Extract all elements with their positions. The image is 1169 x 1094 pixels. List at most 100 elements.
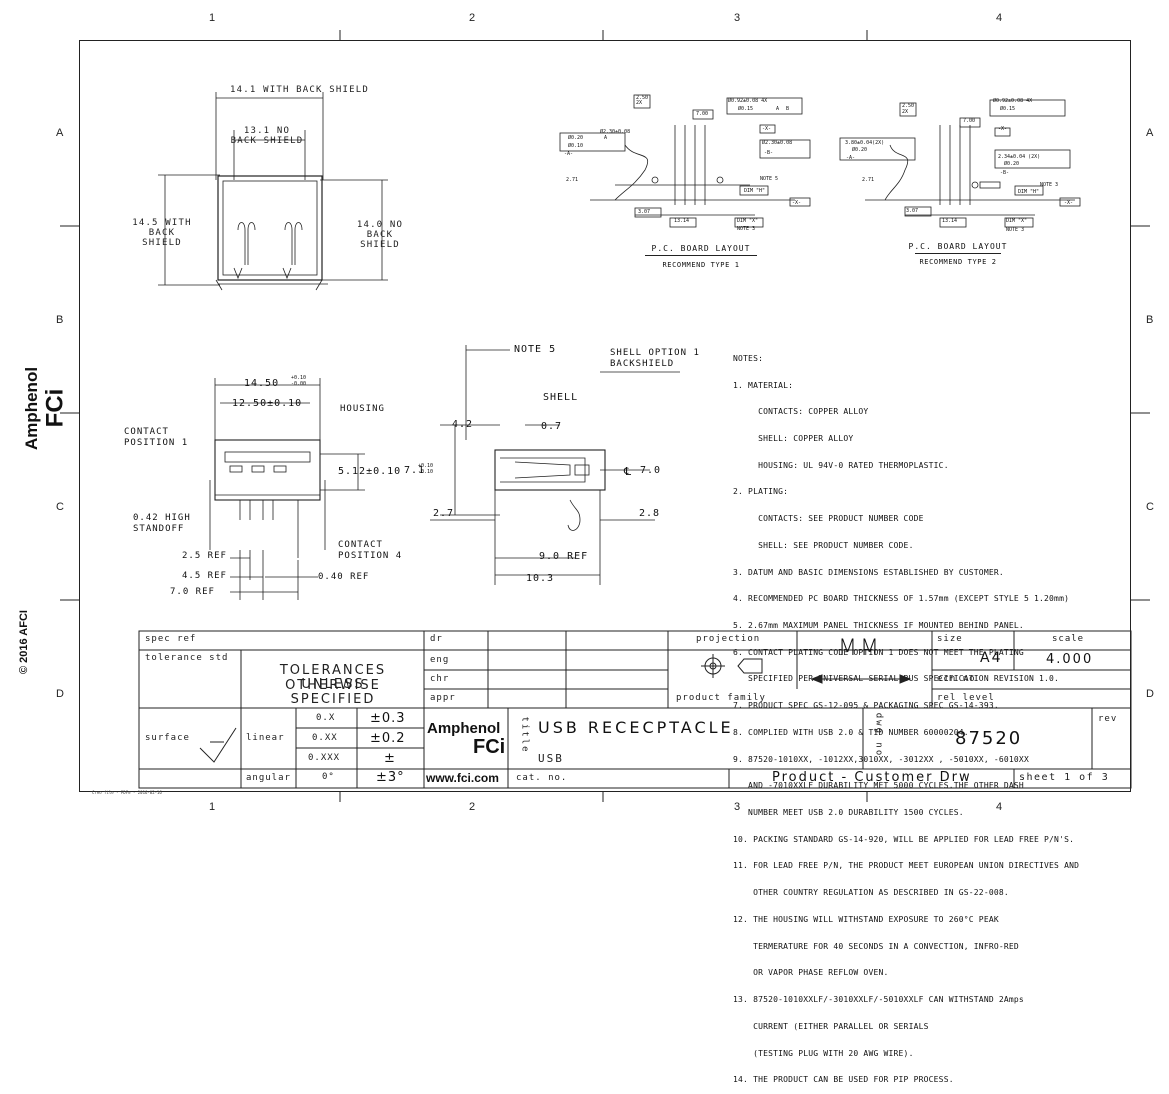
zone-right-a: A bbox=[1146, 127, 1154, 139]
centerline-symbol: ℄ bbox=[624, 465, 632, 478]
pcb1-label-3-07: 3.07 bbox=[638, 209, 651, 215]
notes-line: 1. MATERIAL: bbox=[733, 380, 794, 390]
tb-eng: eng bbox=[430, 655, 450, 665]
dim-7-0-ref: 7.0 REF bbox=[170, 587, 215, 597]
zone-left-d: D bbox=[56, 688, 64, 700]
pcb2-label-phi-0-15: Ø0.15 bbox=[1000, 106, 1016, 112]
label-shell-option-1: SHELL OPTION 1 bbox=[610, 348, 700, 358]
pcb2-label-2-34: 2.34±0.04 (2X) bbox=[998, 154, 1041, 160]
pcb1-label-note-5: NOTE 5 bbox=[760, 176, 779, 182]
pcb1-label-dim-x: DIM "X" bbox=[737, 218, 759, 224]
pcb1-label-2-71: 2.71 bbox=[566, 177, 579, 183]
pcb2-label-b-datum: -B- bbox=[1000, 170, 1010, 176]
tb-tol-fmt-0: 0.X bbox=[316, 713, 336, 723]
notes-line: 8. COMPLIED WITH USB 2.0 & TID NUMBER 60… bbox=[733, 727, 969, 737]
pcb-layout-2-drawing bbox=[839, 99, 1081, 228]
pcb2-label-13-14: 13.14 bbox=[942, 218, 958, 224]
tb-brand-name: Amphenol bbox=[427, 720, 501, 737]
zone-top-4: 4 bbox=[996, 12, 1003, 24]
zone-right-b: B bbox=[1146, 314, 1154, 326]
dim-14-50-tol-minus: -0.00 bbox=[291, 381, 307, 387]
pcb1-label-b: B bbox=[786, 106, 790, 112]
dim-2-8: 2.8 bbox=[639, 508, 661, 519]
tb-dr: dr bbox=[430, 634, 443, 644]
tb-projection: projection bbox=[696, 634, 761, 644]
notes-line: 10. PACKING STANDARD GS-14-920, WILL BE … bbox=[733, 834, 1075, 844]
notes-line: SHELL: COPPER ALLOY bbox=[733, 433, 854, 443]
pcb1-label-phi-0-20: Ø0.20 bbox=[568, 135, 584, 141]
pcb1-label-b-datum: -B- bbox=[764, 150, 774, 156]
pcb2-label-note-3-a: NOTE 3 bbox=[1040, 182, 1059, 188]
pcb1-label-phi-0-10: Ø0.10 bbox=[568, 143, 584, 149]
tb-product-status: Product - Customer Drw bbox=[772, 770, 972, 785]
pcb1-label-13-14: 13.14 bbox=[674, 218, 690, 224]
tb-dwg-no-value: 87520 bbox=[955, 728, 1023, 749]
pcb1-label-x-datum-2: -X- bbox=[792, 200, 802, 206]
label-note-5: NOTE 5 bbox=[514, 344, 557, 355]
pcb1-label-2-50: 2.50 2X bbox=[636, 95, 649, 106]
tb-size-value: A4 bbox=[980, 650, 1003, 666]
tb-tolerance-std: tolerance std bbox=[145, 653, 229, 663]
zone-top-2: 2 bbox=[469, 12, 476, 24]
pcb1-label-a-datum: -A- bbox=[564, 151, 574, 157]
tb-tolerances-line2: OTHERWISE SPECIFIED bbox=[285, 678, 381, 707]
pcb-layout-1-subtitle: RECOMMEND TYPE 1 bbox=[662, 261, 740, 269]
pcb1-label-a: A bbox=[776, 106, 780, 112]
notes-line: 14. THE PRODUCT CAN BE USED FOR PIP PROC… bbox=[733, 1075, 954, 1085]
front-view-drawing bbox=[158, 92, 388, 291]
pcb1-label-note-3: NOTE 3 bbox=[737, 226, 756, 232]
notes-line: OR VAPOR PHASE REFLOW OVEN. bbox=[733, 968, 889, 978]
notes-line: 5. 2.67mm MAXIMUM PANEL THICKNESS IF MOU… bbox=[733, 621, 1024, 630]
notes-line: 12. THE HOUSING WILL WITHSTAND EXPOSURE … bbox=[733, 914, 999, 924]
tb-linear: linear bbox=[246, 733, 285, 743]
pcb2-label-a-datum: -A- bbox=[846, 155, 856, 161]
pcb2-label-dim-h: DIM "H" bbox=[1018, 189, 1040, 195]
tb-rel-level: rel level bbox=[937, 693, 995, 703]
tb-tol-fmt-1: 0.XX bbox=[312, 733, 338, 743]
tb-angular: angular bbox=[246, 773, 291, 783]
pcb1-label-dim-h: DIM "H" bbox=[744, 188, 766, 194]
pcb2-label-note-3-b: NOTE 3 bbox=[1006, 227, 1025, 233]
tb-appr: appr bbox=[430, 693, 456, 703]
pcb2-label-dim-x: DIM "X" bbox=[1006, 218, 1028, 224]
drawing-border bbox=[60, 30, 1150, 802]
dim-14-50-tol-plus: +0.10 bbox=[291, 375, 307, 381]
dim-7-1-tol-minus: -0.10 bbox=[418, 469, 434, 475]
tb-chr: chr bbox=[430, 674, 450, 684]
tb-spec-ref: spec ref bbox=[145, 634, 197, 644]
dim-0-40-ref: 0.40 REF bbox=[318, 572, 370, 582]
notes-line: 11. FOR LEAD FREE P/N, THE PRODUCT MEET … bbox=[733, 861, 1080, 871]
dim-7-1-tol-plus: +0.10 bbox=[418, 463, 434, 469]
label-contact-position-4: CONTACT POSITION 4 bbox=[338, 540, 403, 561]
dim-14-50: 14.50 bbox=[244, 378, 280, 389]
pcb2-label-3-07: 3.07 bbox=[906, 208, 919, 214]
zone-right-c: C bbox=[1146, 501, 1154, 513]
pcb1-label-phi-0-15: Ø0.15 bbox=[738, 106, 754, 112]
zone-bottom-1: 1 bbox=[209, 801, 216, 813]
dim-10-3: 10.3 bbox=[526, 573, 555, 584]
zone-left-c: C bbox=[56, 501, 64, 513]
tb-scale-label: scale bbox=[1052, 634, 1085, 644]
pcb1-label-7-00: 7.00 bbox=[696, 111, 709, 117]
footer-file-info: Creo file - PDF® - 2016-02-16 bbox=[92, 790, 162, 795]
pcb1-label-a2: A bbox=[604, 135, 608, 141]
pcb-layout-1-underline bbox=[645, 255, 757, 256]
notes-line: 2. PLATING: bbox=[733, 487, 789, 497]
dim-2-5-ref: 2.5 REF bbox=[182, 551, 227, 561]
tb-tol-val-1: ±0.2 bbox=[370, 731, 406, 746]
dim-4-5-ref: 4.5 REF bbox=[182, 571, 227, 581]
pcb2-label-2-50: 2.50 2X bbox=[902, 103, 915, 115]
tb-brand-logo: Amphenol FCi bbox=[427, 712, 507, 768]
tb-website: www.fci.com bbox=[426, 771, 499, 785]
notes-line: 6. CONTACT PLATING CODE OPTION 1 DOES NO… bbox=[733, 647, 1024, 657]
dim-7-0: 7.0 bbox=[640, 465, 662, 476]
pcb-layout-2-title: P.C. BOARD LAYOUT bbox=[908, 242, 1008, 251]
tb-sheet: sheet 1 of 3 bbox=[1019, 772, 1110, 783]
label-housing: HOUSING bbox=[340, 404, 385, 414]
notes-line: CONTACTS: SEE PRODUCT NUMBER CODE bbox=[733, 514, 924, 524]
tb-size-label: size bbox=[937, 634, 963, 644]
tb-tol-val-2: ± bbox=[384, 751, 396, 766]
label-0-42-standoff: 0.42 HIGH STANDOFF bbox=[133, 513, 191, 534]
dim-14-5-with-back-shield: 14.5 WITH BACK SHIELD bbox=[132, 218, 192, 248]
zone-top-1: 1 bbox=[209, 12, 216, 24]
